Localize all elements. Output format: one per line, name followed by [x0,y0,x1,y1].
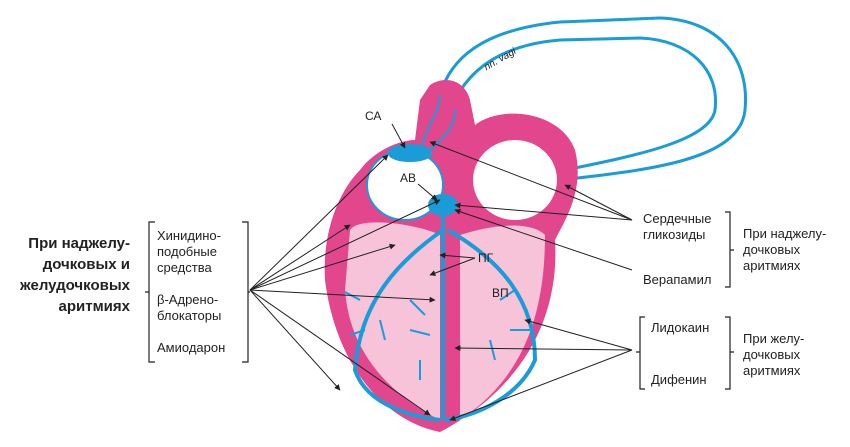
drug-phenytoin: Дифенин [651,372,707,387]
brackets [145,211,734,390]
sa-node [388,144,432,162]
text-line: При желу- [743,331,805,346]
label-purkinje-fibers: ВП [492,286,509,300]
vagus-nerve [438,16,748,182]
drug-lidocaine: Лидокаин [651,320,710,335]
text-line: блокаторы [157,308,222,323]
drug-beta-blockers: β-Адрено- блокаторы [157,292,221,324]
text-line: Сердечные [643,211,712,226]
label-av-node: АВ [400,171,417,185]
pointer-arrows [249,123,633,421]
text-line: аритмиях [743,363,801,378]
text-line: дочковых и [42,256,130,273]
text-line: аритмиях [58,298,130,315]
text-line: гликозиды [643,227,706,242]
text-line: дочковых [743,347,801,362]
drug-amiodarone: Амиодарон [157,340,226,355]
conduction-system [344,94,538,422]
drug-quinidine-like: Хинидино- подобные средства [157,228,221,276]
text-line: подобные [157,244,217,259]
text-line: дочковых [743,242,801,257]
text-line: При наджелу- [28,235,130,252]
right-lower-indication: При желу- дочковых аритмиях [743,331,804,379]
text-line: β-Адрено- [157,292,219,307]
text-line: средства [157,260,212,275]
label-his-bundle: ПГ [478,251,494,265]
text-line: желудочковых [20,277,130,294]
left-indication: При наджелу- дочковых и желудочковых ари… [2,233,130,317]
drug-verapamil: Верапамил [643,272,712,287]
text-line: Хинидино- [157,228,221,243]
text-line: аритмиях [743,258,801,273]
drug-cardiac-glycosides: Сердечные гликозиды [643,211,711,243]
right-upper-indication: При наджелу- дочковых аритмиях [743,226,826,274]
text-line: При наджелу- [743,226,827,241]
label-sa-node: СА [365,109,382,123]
